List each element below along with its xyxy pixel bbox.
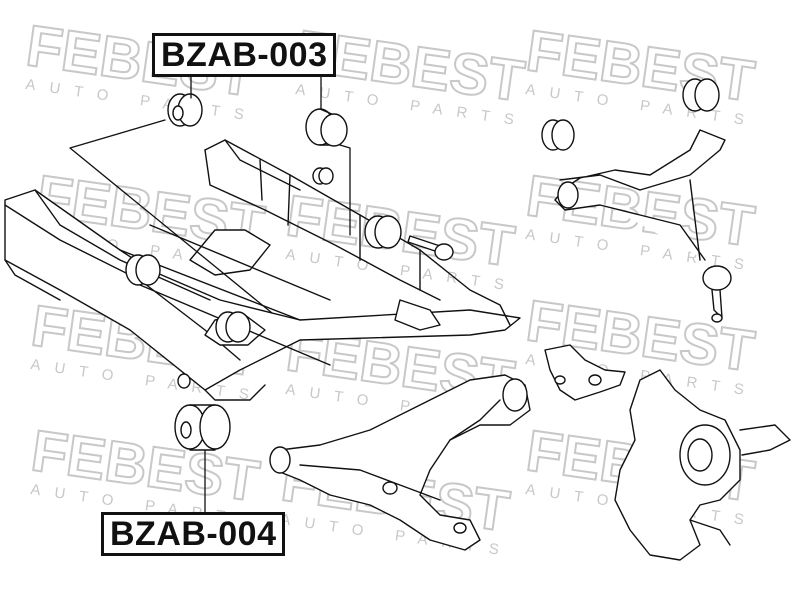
- ball-joint-drawing: [702, 265, 732, 323]
- subframe-bushing-center: [364, 215, 402, 249]
- upper-control-arm-drawing: [554, 129, 726, 261]
- upper-bushing-mid: [541, 119, 575, 151]
- subframe-small-bushing: [312, 167, 334, 185]
- bolt-drawing: [407, 235, 454, 261]
- small-bushing-bottom-left: [177, 373, 191, 389]
- subframe-bushing-right: [215, 311, 251, 343]
- bracket-drawing: [544, 344, 626, 401]
- knuckle-drawing: [614, 369, 791, 561]
- bushing-top-left-drawing: [167, 93, 203, 127]
- part-label-bzab-004: BZAB-004: [101, 512, 286, 556]
- watermark-5: FEBEST AUTO PARTS: [282, 182, 520, 295]
- upper-bushing-right: [682, 78, 720, 112]
- subframe-bushing-left: [125, 254, 161, 286]
- leader-lines: [69, 73, 351, 513]
- part-label-bzab-003: BZAB-003: [152, 33, 337, 77]
- part-bzab-004-drawing: [174, 404, 231, 451]
- lower-control-arm-drawing: [269, 374, 531, 551]
- watermark-3: FEBEST AUTO PARTS: [522, 17, 760, 130]
- part-bzab-003-drawing: [305, 108, 348, 147]
- drawing-layer: [4, 73, 791, 561]
